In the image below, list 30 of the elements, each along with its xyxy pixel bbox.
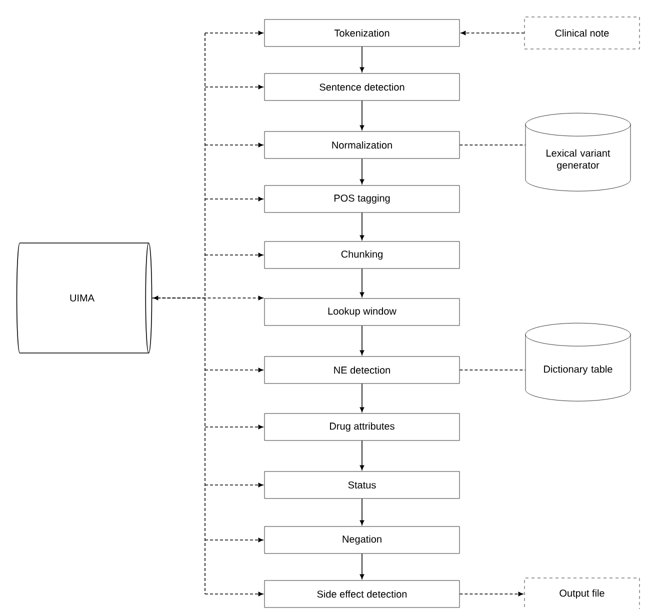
arrow [360, 46, 364, 72]
process-box: Normalization [264, 131, 460, 159]
arrow [153, 296, 264, 300]
arrow [360, 100, 364, 130]
process-box: Lookup window [264, 298, 460, 326]
arrow [360, 212, 364, 240]
document-box: Output file [524, 578, 640, 609]
process-box: Chunking [264, 241, 460, 269]
document-box: Clinical note [524, 16, 640, 50]
process-box: POS tagging [264, 185, 460, 213]
process-box: Sentence detection [264, 73, 460, 101]
database-cylinder: Dictionary table [525, 322, 631, 402]
arrow [459, 592, 524, 596]
process-box: Tokenization [264, 19, 460, 47]
arrow [152, 30, 264, 596]
arrow [360, 383, 364, 412]
arrow [360, 158, 364, 184]
process-box: Status [264, 471, 460, 499]
process-box: NE detection [264, 356, 460, 384]
arrow [360, 268, 364, 298]
arrow [360, 325, 364, 356]
process-box: Side effect detection [264, 580, 460, 608]
database-cylinder: Lexical variant generator [525, 112, 631, 192]
arrow [360, 553, 364, 580]
process-box: Negation [264, 526, 460, 554]
process-box: Drug attributes [264, 413, 460, 441]
arrow [460, 30, 525, 36]
arrow [360, 440, 364, 470]
database-cylinder: UIMA [16, 242, 152, 354]
arrow [360, 498, 364, 526]
